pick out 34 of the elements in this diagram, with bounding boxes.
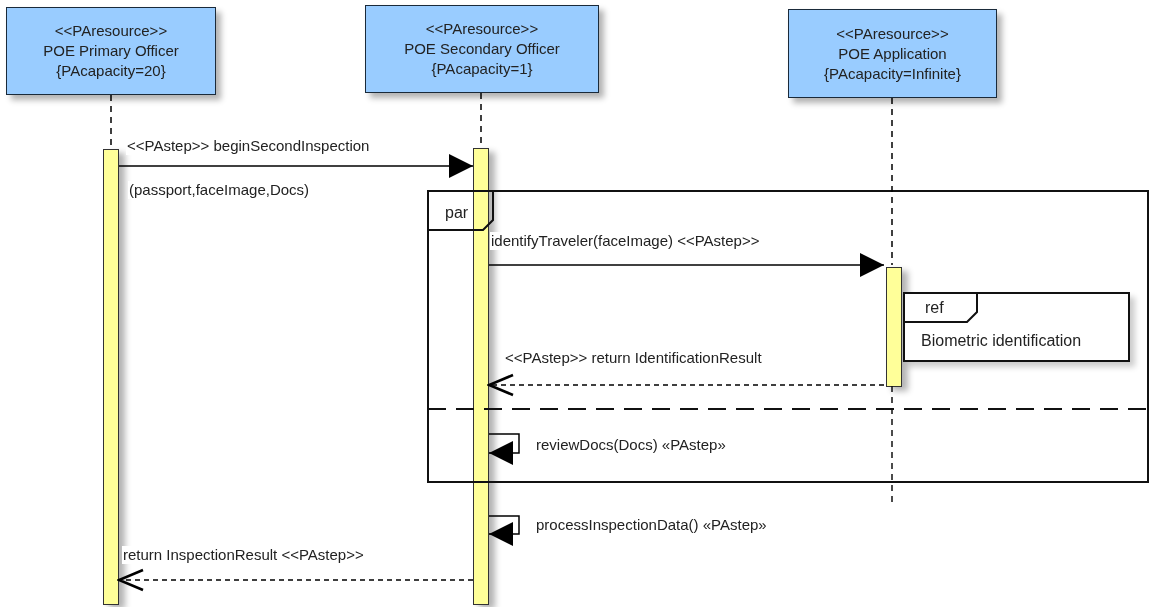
message-arrow: [488, 515, 520, 546]
message-label: <<PAstep>> beginSecondInspection: [126, 137, 371, 155]
property-text: {PAcapacity=20}: [56, 61, 166, 81]
fragment-operator: ref: [925, 299, 944, 317]
lifeline-header: [6, 7, 216, 95]
par-fragment: [427, 190, 1149, 483]
fragment-name: Biometric identification: [921, 332, 1082, 350]
lifeline-header: [365, 5, 599, 93]
message-arrow: [488, 253, 885, 277]
return-message-arrow: [487, 373, 885, 397]
lifeline-header: [788, 9, 997, 98]
stereotype-text: <<PAresource>>: [836, 23, 949, 44]
property-text: {PAcapacity=Infinite}: [824, 63, 961, 84]
message-arrow: [118, 154, 474, 178]
property-text: {PAcapacity=1}: [431, 59, 533, 79]
activation-bar: [886, 267, 902, 387]
lifeline-name: POE Secondary Officer: [404, 39, 560, 59]
stereotype-text: <<PAresource>>: [54, 21, 168, 41]
message-arrow: [488, 433, 520, 465]
stereotype-text: <<PAresource>>: [425, 19, 539, 39]
activation-bar: [473, 148, 489, 605]
ref-fragment: [903, 292, 1130, 362]
message-label: identifyTraveler(faceImage) <<PAstep>>: [490, 232, 761, 250]
lifeline: [891, 97, 893, 266]
message-label: processInspectionData() «PAstep»: [535, 516, 768, 534]
fragment-operator: par: [445, 204, 469, 222]
lifeline-name: POE Primary Officer: [43, 41, 179, 61]
message-arguments: (passport,faceImage,Docs): [128, 181, 311, 199]
activation-bar: [103, 149, 119, 605]
message-label: reviewDocs(Docs) «PAstep»: [535, 436, 727, 454]
message-label: return InspectionResult <<PAstep>>: [122, 546, 365, 564]
return-message-arrow: [117, 568, 474, 592]
lifeline-name: POE Application: [838, 43, 947, 64]
message-label: <<PAstep>> return IdentificationResult: [504, 349, 763, 367]
